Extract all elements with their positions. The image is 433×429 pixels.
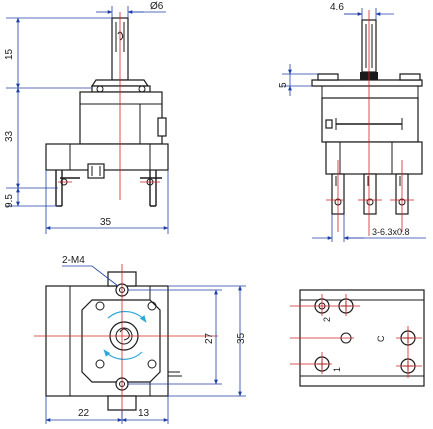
terminal-c-label: C: [376, 335, 386, 342]
lead-wire: [168, 371, 182, 377]
side-terminals: [331, 173, 409, 215]
side-view: [311, 10, 423, 236]
rotation-arrow-ccw: [103, 349, 143, 360]
switch-body: [79, 91, 163, 145]
dim-body-height: 33: [4, 130, 15, 142]
terminal-1-label: 1: [332, 367, 342, 372]
dim-hole-pitch: 27: [204, 332, 215, 344]
dim-flange-height: 5: [278, 82, 289, 88]
dim-height: 35: [236, 332, 247, 344]
bottom-dimensions: 2-M4 27 35 22 13: [45, 255, 247, 424]
dim-terminals: 3-6.3x0.8: [372, 227, 410, 237]
screw-leader: [62, 265, 119, 287]
switch-base: [45, 143, 169, 171]
dim-foot-height: 9.5: [4, 194, 15, 208]
dim-shaft-diameter: Ø6: [150, 1, 164, 12]
dim-shaft-length: 15: [4, 48, 15, 60]
front-view: [45, 12, 169, 207]
dim-shaft-flat: 4.6: [330, 2, 344, 13]
corner-holes: [95, 301, 157, 369]
terminal-2-label: 2: [322, 317, 332, 322]
side-flange: [311, 79, 423, 87]
front-terminals: [55, 170, 162, 207]
dim-screw: 2-M4: [62, 255, 85, 266]
dim-left-offset: 22: [78, 408, 90, 419]
front-dimensions: Ø6 15 33 9.5 35: [4, 1, 169, 234]
rotation-arrow-cw: [107, 310, 147, 323]
side-dimensions: 4.6 5 3-6.3x0.8: [278, 2, 426, 242]
side-lower-housing: [325, 141, 423, 175]
dim-right-offset: 13: [138, 408, 150, 419]
bottom-view: [34, 264, 218, 420]
terminal-view: 2 C 1: [290, 289, 425, 387]
dim-width: 35: [100, 217, 112, 228]
